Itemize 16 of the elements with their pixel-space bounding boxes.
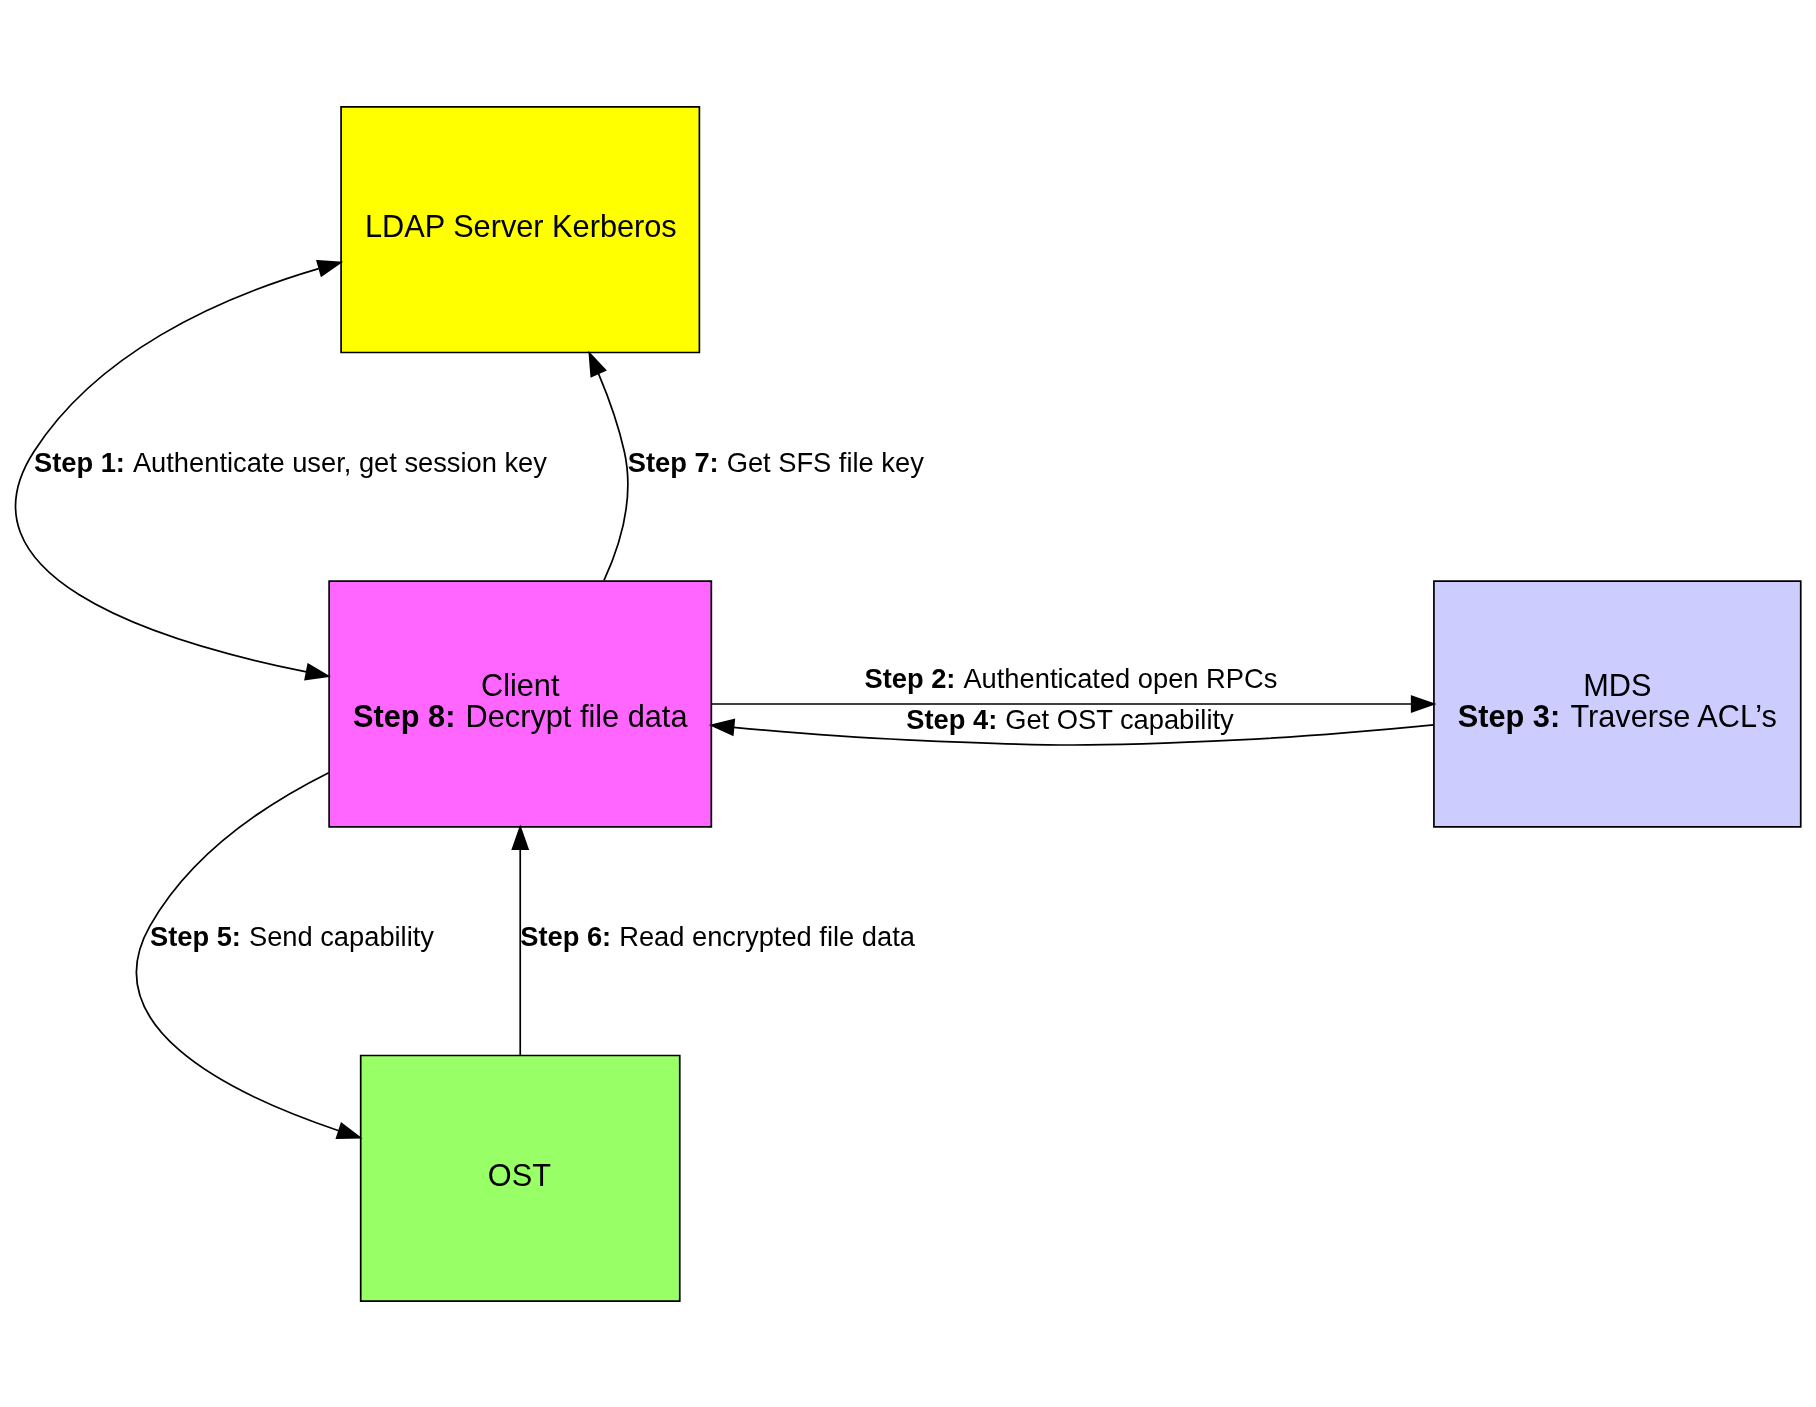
arrow — [14, 259, 344, 681]
arrow — [708, 718, 1435, 746]
edge-label: Step 5: Send capability — [149, 920, 434, 952]
arrow — [710, 694, 1437, 713]
edge-label: Step 4: Get OST capability — [906, 703, 1234, 735]
node-box: LDAP Server Kerberos — [340, 105, 701, 353]
edge-label: Step 6: Read encrypted file data — [520, 920, 915, 952]
edge-label: Step 2: Authenticated open RPCs — [864, 662, 1278, 694]
arrow — [511, 823, 530, 1056]
edge-label: Step 1: Authenticate user, get session key — [33, 446, 547, 478]
arrow — [588, 350, 629, 582]
node-box: MDS Step 3: Traverse ACL’s — [1433, 579, 1802, 828]
node-box: OST — [359, 1054, 681, 1302]
edge-label: Step 7: Get SFS file key — [627, 446, 924, 478]
arrow — [135, 771, 363, 1139]
node-box: Client Step 8: Decrypt file data — [328, 579, 713, 828]
